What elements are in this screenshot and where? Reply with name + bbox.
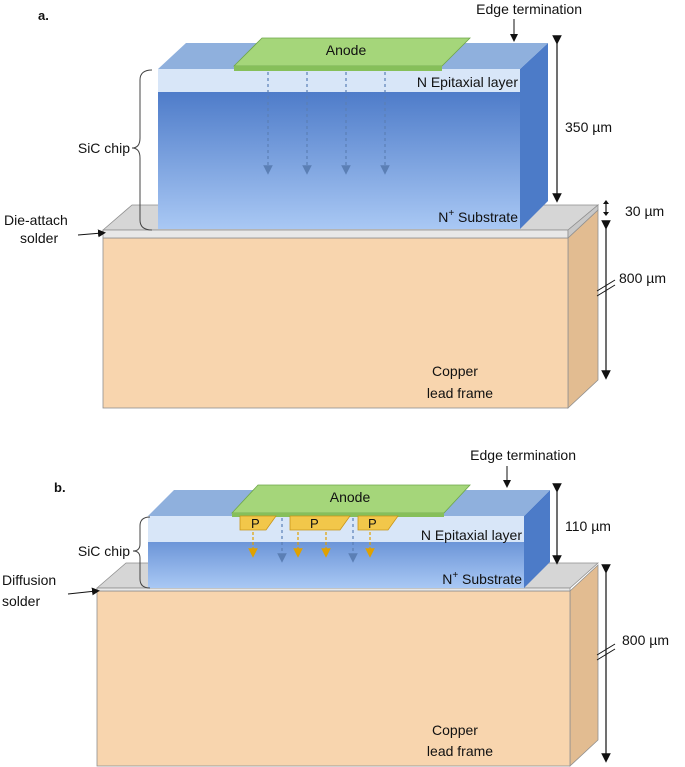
p-region-3: P bbox=[357, 515, 399, 531]
copper-label-b-line2: lead frame bbox=[427, 743, 493, 759]
sic-chip-a bbox=[158, 43, 548, 229]
p-regions: P P P bbox=[239, 515, 399, 531]
anode-label-b: Anode bbox=[330, 489, 371, 505]
anode-a: Anode bbox=[233, 37, 471, 71]
sic-chip-label-b: SiC chip bbox=[78, 543, 130, 559]
copper-label-a-line1: Copper bbox=[432, 363, 478, 379]
panel-a: a. Anode bbox=[4, 1, 666, 409]
solder-label-b-line1: Diffusion bbox=[2, 572, 56, 588]
anode-b: Anode bbox=[231, 484, 471, 517]
epi-layer-label-b: N Epitaxial layer bbox=[421, 527, 522, 543]
solder-label-a-line1: Die-attach bbox=[4, 212, 68, 228]
svg-text:P: P bbox=[251, 516, 260, 531]
p-region-1: P bbox=[239, 515, 277, 531]
sic-chip-label-a: SiC chip bbox=[78, 140, 130, 156]
sic-chip-brace-a bbox=[131, 69, 153, 231]
solder-label-a-line2: solder bbox=[20, 230, 58, 246]
copper-lead-frame-b bbox=[96, 564, 599, 767]
edge-termination-label-a: Edge termination bbox=[476, 1, 582, 17]
svg-text:P: P bbox=[310, 516, 319, 531]
copper-label-b-line1: Copper bbox=[432, 722, 478, 738]
svg-text:P: P bbox=[368, 516, 377, 531]
substrate-label-b: N+ Substrate bbox=[442, 570, 522, 587]
panel-b: b. Anode P bbox=[2, 447, 669, 767]
substrate-label-a: N+ Substrate bbox=[438, 208, 518, 225]
copper-label-a-line2: lead frame bbox=[427, 385, 493, 401]
solder-pointer-a bbox=[77, 229, 106, 238]
n-epitaxial-layer-a bbox=[158, 69, 520, 92]
solder-label-b-line2: solder bbox=[2, 593, 40, 609]
current-arrows-a bbox=[263, 72, 390, 175]
epi-layer-label-a: N Epitaxial layer bbox=[417, 74, 518, 90]
p-region-2: P bbox=[289, 515, 351, 531]
anode-label-a: Anode bbox=[326, 42, 367, 58]
current-arrows-b bbox=[248, 518, 375, 563]
copper-lead-frame-a bbox=[102, 209, 599, 409]
frame-thickness-a: 800 µm bbox=[619, 270, 666, 286]
panel-a-label: a. bbox=[38, 8, 49, 23]
sic-chip-brace-b bbox=[132, 516, 151, 589]
panel-b-label: b. bbox=[54, 480, 66, 495]
edge-termination-label-b: Edge termination bbox=[470, 447, 576, 463]
chip-thickness-b: 110 µm bbox=[565, 518, 611, 534]
solder-pointer-b bbox=[67, 587, 100, 596]
chip-thickness-a: 350 µm bbox=[565, 119, 612, 135]
solder-thickness-a: 30 µm bbox=[625, 203, 664, 219]
frame-thickness-b: 800 µm bbox=[622, 632, 669, 648]
